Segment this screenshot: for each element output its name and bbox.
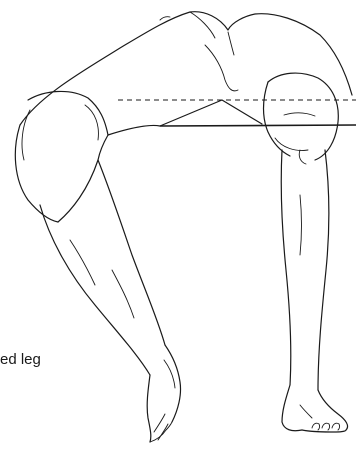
right-thigh bbox=[264, 73, 339, 164]
left-lower-leg bbox=[40, 160, 165, 375]
left-thigh bbox=[15, 91, 160, 222]
right-foot bbox=[282, 385, 348, 432]
right-lower-leg bbox=[281, 150, 329, 390]
solid-reference-line bbox=[160, 100, 356, 126]
pelvis-outline bbox=[20, 12, 352, 125]
caption-text: ed leg bbox=[0, 351, 41, 368]
left-foot bbox=[147, 345, 180, 442]
